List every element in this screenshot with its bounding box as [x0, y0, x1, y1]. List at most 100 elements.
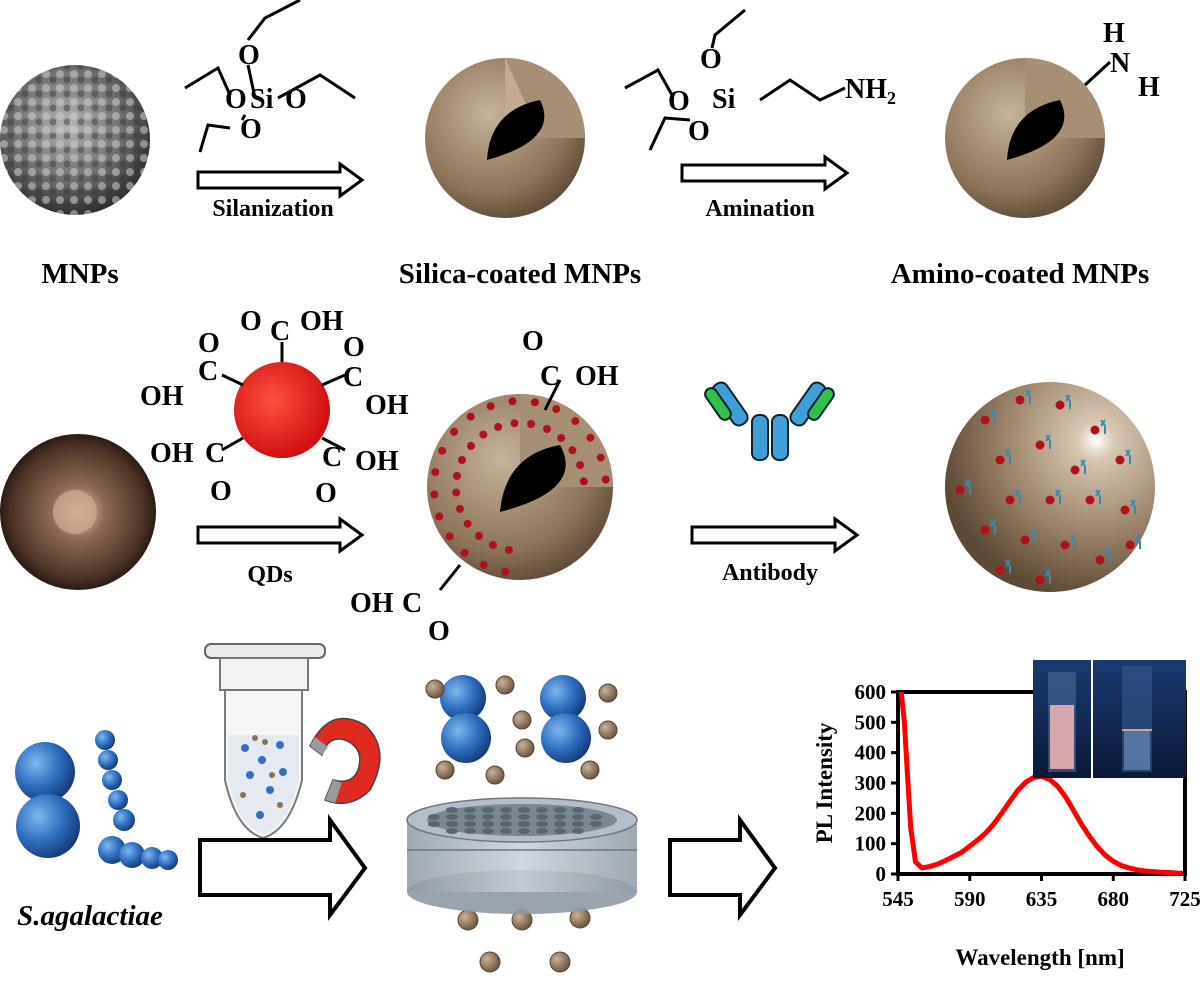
x-tick-label: 680 — [1098, 887, 1130, 911]
filter-pore — [500, 828, 512, 834]
filter-pore — [428, 814, 440, 820]
antibody-mini-icon — [1125, 449, 1131, 464]
filter-pore — [482, 821, 494, 827]
qd-dot — [438, 446, 447, 455]
qd-dot — [601, 475, 610, 484]
antibody-mini-icon — [1005, 449, 1011, 464]
qd-dot — [1045, 495, 1055, 505]
bacteria-illustration — [15, 730, 178, 870]
qd-dot — [431, 468, 440, 477]
filter-pore — [518, 807, 530, 813]
filter-pore — [446, 821, 458, 827]
filter-pore — [518, 821, 530, 827]
antibody-mini-icon — [1095, 489, 1101, 504]
filter-pore — [482, 807, 494, 813]
qd-dot — [463, 519, 472, 528]
antibody-mini-icon — [1135, 534, 1141, 549]
separation-arrow-2 — [668, 813, 778, 922]
qd-dot — [530, 398, 539, 407]
amination-label: Amination — [705, 196, 814, 222]
qd-bowl-photo — [0, 434, 156, 590]
antibody-mini-icon — [1015, 489, 1021, 504]
qd-dot — [955, 485, 965, 495]
filter-pore — [482, 828, 494, 834]
antibody-mini-icon — [1055, 489, 1061, 504]
mnps-label: MNPs — [41, 258, 118, 290]
qd-dot — [1020, 535, 1030, 545]
antibody-mini-icon — [1080, 459, 1086, 474]
aptes-o-left: O — [668, 86, 690, 117]
qd-dot — [527, 420, 536, 428]
filter-pore — [428, 821, 440, 827]
qd-dot — [576, 461, 585, 470]
amine-h-right: H — [1138, 72, 1160, 103]
qd-dot — [557, 434, 566, 442]
qd-group4-o: O — [210, 476, 232, 507]
silanization-label: Silanization — [212, 196, 333, 222]
aptes-structure — [624, 8, 846, 151]
antibody-mini-icon — [1065, 394, 1071, 409]
mnps-sem-image — [0, 65, 150, 215]
antibody-mini-icon — [1105, 549, 1111, 564]
qd-dot — [1115, 455, 1125, 465]
teos-si: Si — [250, 84, 274, 115]
antibody-mini-icon — [1070, 534, 1076, 549]
qd-dot — [435, 512, 444, 521]
y-axis-label: PL Intensity — [812, 722, 837, 843]
antibody-mini-icon — [1045, 569, 1051, 584]
antibody-mini-icon — [990, 409, 996, 424]
qd-group1-oh: OH — [300, 306, 344, 337]
qd-dot — [501, 567, 510, 576]
antibody-mini-icon — [1025, 389, 1031, 404]
qd-dot — [1090, 425, 1100, 435]
x-tick-label: 545 — [882, 887, 914, 911]
filter-pore — [572, 814, 584, 820]
qd-dot — [980, 525, 990, 535]
antibody-mini-icon — [1045, 434, 1051, 449]
shell-group2-o: O — [428, 616, 450, 647]
qd-group5-c: C — [322, 442, 342, 473]
filter-pore — [572, 821, 584, 827]
filter-pore — [554, 828, 566, 834]
qd-group3-o: O — [343, 332, 365, 363]
filter-pore — [446, 807, 458, 813]
qd-dot — [1085, 495, 1095, 505]
teos-o-bottom: O — [240, 114, 262, 145]
y-tick-label: 400 — [855, 741, 887, 765]
qd-group1-c: C — [270, 316, 290, 347]
qd-dot — [1125, 540, 1135, 550]
filter-pore — [482, 814, 494, 820]
amino-coated-sphere — [945, 58, 1112, 218]
antibody-mini-icon — [1130, 499, 1136, 514]
antibody-mini-icon — [990, 519, 996, 534]
qd-dot — [568, 446, 577, 455]
shell-group1-oh: OH — [575, 361, 619, 392]
qd-dot — [486, 402, 495, 411]
qd-dot — [452, 488, 461, 497]
filter-pore — [464, 814, 476, 820]
antibody-icon — [704, 381, 835, 461]
qd-dot — [474, 532, 483, 540]
shell-group2-oh: OH — [350, 588, 394, 619]
filter-pore — [500, 807, 512, 813]
aptes-o-top: O — [700, 44, 722, 75]
vial-photo-inset — [1033, 660, 1186, 778]
teos-o-left: O — [225, 84, 247, 115]
carboxyl-quantum-dot — [221, 342, 346, 458]
qd-dot — [1060, 540, 1070, 550]
shell-group1-o: O — [522, 326, 544, 357]
qd-dot — [1120, 505, 1130, 515]
filter-pore — [464, 821, 476, 827]
filter-pore — [536, 828, 548, 834]
separation-arrow-1 — [198, 813, 368, 922]
silica-coated-sphere — [425, 58, 585, 218]
amine-h-top: H — [1103, 18, 1125, 49]
qds-label: QDs — [247, 562, 292, 588]
antibody-label: Antibody — [722, 560, 818, 586]
qd-dot — [1070, 465, 1080, 475]
qd-group2-oh: OH — [140, 381, 184, 412]
filter-pore — [554, 807, 566, 813]
